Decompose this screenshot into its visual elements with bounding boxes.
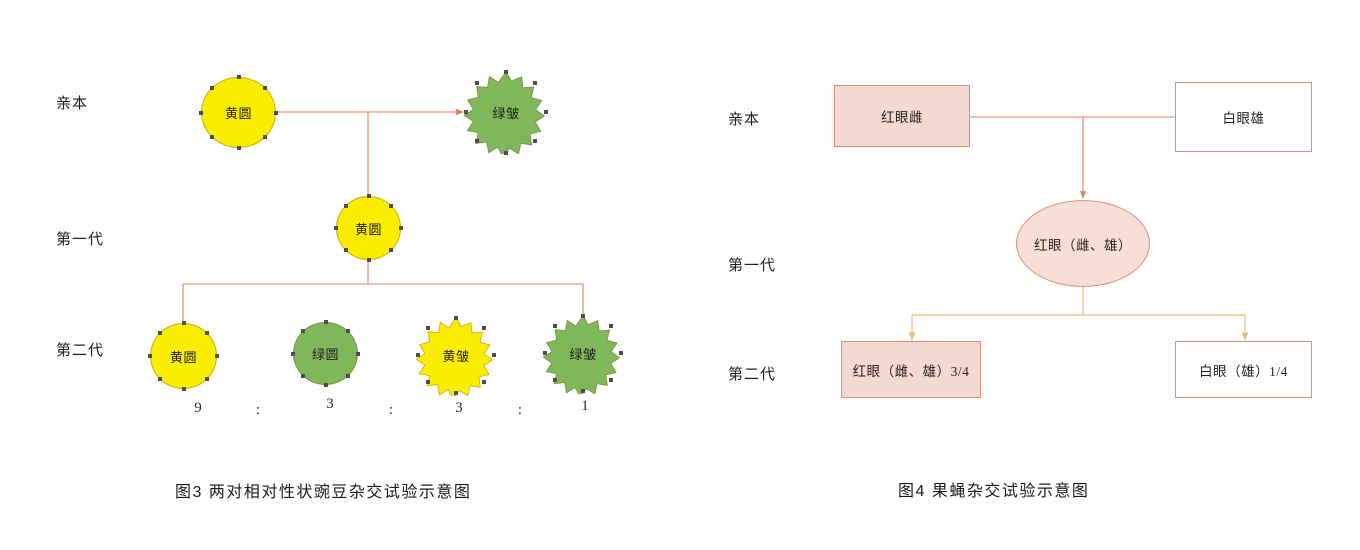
left-f2-label-4: 绿皱 xyxy=(569,346,597,362)
left-f2-shape-2-green-round[interactable]: 绿圆 xyxy=(291,320,360,387)
handle-dot xyxy=(300,329,305,334)
left-f2-shape-3-yellow-wrinkled[interactable]: 黄皱 xyxy=(415,315,497,396)
handle-dot xyxy=(482,380,486,385)
handle-dot xyxy=(492,353,497,357)
right-row-label-parent: 亲本 xyxy=(728,112,761,128)
handle-dot xyxy=(334,226,338,230)
right-f2-box-red-eye[interactable]: 红眼（雌、雄）3/4 xyxy=(841,341,981,398)
left-f1-label-yellow-round: 黄圆 xyxy=(354,221,382,237)
ratio-value-1: 9 xyxy=(194,400,202,416)
handle-dot xyxy=(181,321,186,325)
handle-dot xyxy=(619,351,624,355)
ratio-value-4: 1 xyxy=(581,398,589,414)
handle-dot xyxy=(581,389,585,394)
handle-dot xyxy=(609,324,613,329)
left-f2-label-1: 黄圆 xyxy=(169,349,197,365)
right-row-label-f2: 第二代 xyxy=(728,367,777,383)
handle-dot xyxy=(389,248,394,253)
handle-dot xyxy=(236,146,241,150)
handle-dot xyxy=(504,69,508,74)
handle-dot xyxy=(323,383,328,387)
handle-dot xyxy=(454,391,458,396)
handle-dot xyxy=(533,81,538,86)
star-16-green-icon xyxy=(464,70,546,154)
handle-dot xyxy=(356,351,360,356)
handle-dot xyxy=(181,387,186,391)
handle-dot xyxy=(544,110,549,114)
right-f2-box-white-eye[interactable]: 白眼（雄）1/4 xyxy=(1175,341,1312,398)
handle-dot xyxy=(274,110,278,115)
left-f2-label-3: 黄皱 xyxy=(442,348,470,364)
handle-dot xyxy=(542,351,547,355)
handle-dot xyxy=(204,330,209,335)
left-f2-label-2: 绿圆 xyxy=(311,347,339,362)
handle-dot xyxy=(399,226,403,230)
left-f2-shape-1-yellow-round[interactable]: 黄圆 xyxy=(148,321,219,391)
handle-dot xyxy=(426,380,430,385)
left-parent-label-green-wrinkled: 绿皱 xyxy=(492,105,520,121)
left-parent-shape-yellow-round[interactable]: 黄圆 xyxy=(199,75,278,150)
handle-dot xyxy=(346,373,351,378)
handle-dot xyxy=(236,75,241,79)
handle-dot xyxy=(291,351,295,356)
right-f1-ellipse-red-eye[interactable]: 红眼（雌、雄） xyxy=(1016,200,1150,287)
left-row-label-f1: 第一代 xyxy=(56,232,105,248)
ratio-separator-1: : xyxy=(255,402,261,418)
right-parent-box-red-eye-female[interactable]: 红眼雌 xyxy=(834,85,970,147)
handle-dot xyxy=(323,320,328,324)
right-row-label-f1: 第一代 xyxy=(728,258,777,274)
handle-dot xyxy=(609,378,613,383)
handle-dot xyxy=(482,326,486,331)
handle-dot xyxy=(204,377,209,382)
handle-dot xyxy=(148,354,152,358)
handle-dot xyxy=(210,85,215,90)
handle-dot xyxy=(262,85,267,90)
star-16-green-icon xyxy=(543,314,621,394)
left-f1-shape-yellow-round[interactable]: 黄圆 xyxy=(334,194,403,262)
left-figure-caption: 图3 两对相对性状豌豆杂交试验示意图 xyxy=(175,484,472,501)
left-f2-shape-4-green-wrinkled[interactable]: 绿皱 xyxy=(542,313,624,394)
handle-dot xyxy=(215,354,219,358)
ratio-value-2: 3 xyxy=(326,396,334,412)
handle-dot xyxy=(262,135,267,140)
handle-dot xyxy=(415,353,420,357)
handle-dot xyxy=(426,326,430,331)
ratio-separator-3: : xyxy=(517,402,523,418)
handle-dot xyxy=(158,330,163,335)
handle-dot xyxy=(454,315,458,320)
handle-dot xyxy=(366,258,371,262)
left-parent-shape-green-wrinkled[interactable]: 绿皱 xyxy=(463,69,549,156)
right-figure-caption: 图4 果蝇杂交试验示意图 xyxy=(898,483,1090,500)
handle-dot xyxy=(581,313,585,318)
ratio-separator-2: : xyxy=(388,402,394,418)
ratio-value-3: 3 xyxy=(455,400,463,416)
handle-dot xyxy=(199,110,203,115)
handle-dot xyxy=(346,329,351,334)
handle-dot xyxy=(210,135,215,140)
left-row-label-parent: 亲本 xyxy=(56,96,89,112)
handle-dot xyxy=(300,373,305,378)
handle-dot xyxy=(389,203,394,208)
handle-dot xyxy=(463,110,468,114)
left-parent-label-yellow-round: 黄圆 xyxy=(224,106,252,121)
handle-dot xyxy=(343,248,348,253)
star-16-yellow-icon xyxy=(416,316,494,396)
handle-dot xyxy=(553,324,557,329)
handle-dot xyxy=(474,139,479,144)
handle-dot xyxy=(343,203,348,208)
left-row-label-f2: 第二代 xyxy=(56,343,105,359)
handle-dot xyxy=(158,377,163,382)
handle-dot xyxy=(474,81,479,86)
handle-dot xyxy=(553,378,557,383)
handle-dot xyxy=(504,151,508,156)
handle-dot xyxy=(366,194,371,198)
handle-dot xyxy=(533,139,538,144)
right-parent-box-white-eye-male[interactable]: 白眼雄 xyxy=(1175,82,1312,152)
